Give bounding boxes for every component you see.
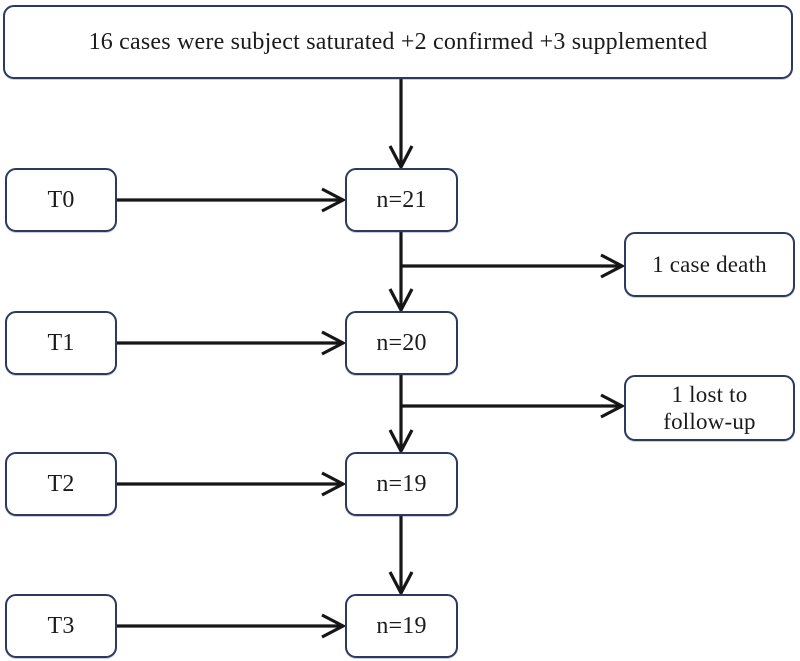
node-attrition-lost-to-followup-label: 1 lost to follow-up (663, 381, 756, 434)
edge-n19a-to-n19b (388, 516, 414, 597)
node-count-n19b-label: n=19 (376, 612, 427, 639)
node-count-n21-label: n=21 (376, 186, 427, 213)
edge-t3-to-n19b (117, 613, 347, 639)
node-attrition-death: 1 case death (624, 232, 795, 297)
node-stage-t1: T1 (5, 311, 117, 375)
node-title-label: 16 cases were subject saturated +2 confi… (88, 28, 708, 55)
edge-n20-to-lost (401, 393, 626, 419)
node-stage-t3: T3 (5, 594, 117, 658)
node-stage-t0: T0 (5, 168, 117, 232)
node-count-n21: n=21 (345, 168, 458, 232)
node-count-n19a-label: n=19 (376, 470, 427, 497)
node-attrition-lost-to-followup: 1 lost to follow-up (624, 375, 795, 441)
node-stage-t2: T2 (5, 452, 117, 516)
edge-n20-to-n19a (388, 375, 414, 455)
edge-t1-to-n20 (117, 330, 347, 356)
edge-n21-to-n20 (388, 232, 414, 314)
edge-header-to-n21 (388, 79, 414, 171)
node-count-n19b: n=19 (345, 594, 458, 658)
node-stage-t3-label: T3 (47, 612, 75, 639)
node-count-n20-label: n=20 (376, 329, 427, 356)
node-stage-t0-label: T0 (47, 186, 75, 213)
node-count-n20: n=20 (345, 311, 458, 375)
edge-n21-to-death (401, 253, 626, 279)
node-stage-t1-label: T1 (47, 329, 75, 356)
node-count-n19a: n=19 (345, 452, 458, 516)
node-stage-t2-label: T2 (47, 470, 75, 497)
node-title-box: 16 cases were subject saturated +2 confi… (3, 5, 793, 79)
edge-t2-to-n19a (117, 471, 347, 497)
edge-t0-to-n21 (117, 187, 347, 213)
node-attrition-death-label: 1 case death (652, 251, 767, 277)
